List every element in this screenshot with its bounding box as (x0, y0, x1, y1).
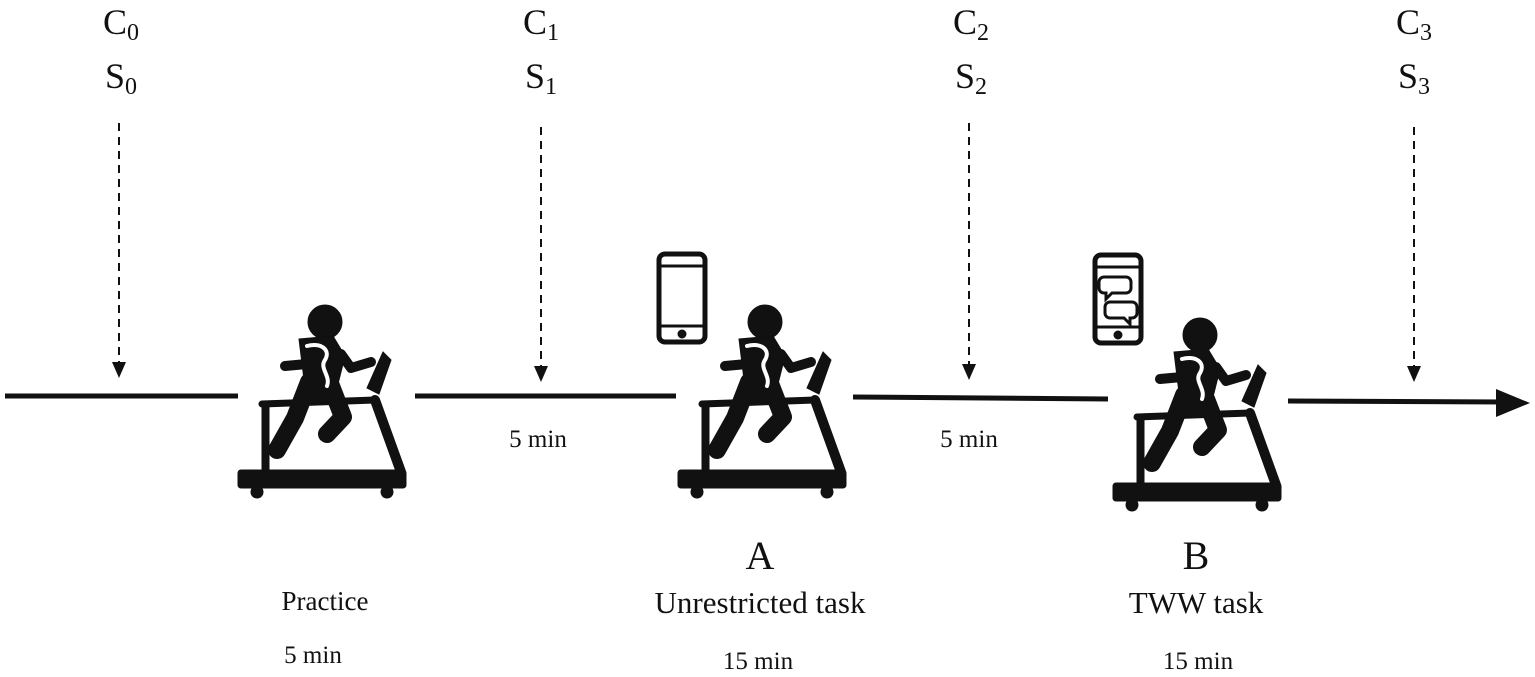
checkpoint-s-label-2: S2 (954, 56, 988, 100)
timeline-line (5, 393, 1506, 405)
checkpoint-c-label-2: C2 (952, 2, 990, 46)
checkpoint-c-label-1: C1 (522, 2, 560, 46)
timeline-arrowhead (1496, 389, 1530, 417)
treadmill-runner-icon (238, 305, 406, 498)
interval-duration-2: 5 min (940, 426, 998, 453)
checkpoint-arrow-3 (1407, 127, 1421, 382)
smartphone-icon (659, 254, 705, 342)
stage-duration-practice: 5 min (284, 642, 342, 669)
interval-duration-1: 5 min (509, 426, 567, 453)
stage-letter-b: B (1182, 533, 1210, 578)
stage-duration-tww: 15 min (1162, 648, 1234, 675)
checkpoint-s-label-0: S0 (104, 56, 138, 100)
stage-name-practice: Practice (281, 586, 369, 616)
checkpoint-s-label-3: S3 (1397, 56, 1431, 100)
checkpoint-arrow-0 (112, 123, 126, 378)
checkpoint-c-label-0: C0 (102, 2, 140, 46)
checkpoint-c-label-3: C3 (1395, 2, 1433, 46)
smartphone-chat-icon (1095, 255, 1141, 343)
stage-name-unrestricted: Unrestricted task (654, 585, 866, 620)
stage-duration-unrestricted: 15 min (722, 648, 794, 675)
stage-name-tww: TWW task (1128, 585, 1264, 620)
checkpoint-arrow-2 (962, 123, 976, 380)
stage-letter-a: A (745, 533, 775, 578)
checkpoint-arrow-1 (534, 127, 548, 382)
treadmill-runner-icon (1113, 318, 1281, 511)
checkpoint-s-label-1: S1 (524, 56, 558, 100)
